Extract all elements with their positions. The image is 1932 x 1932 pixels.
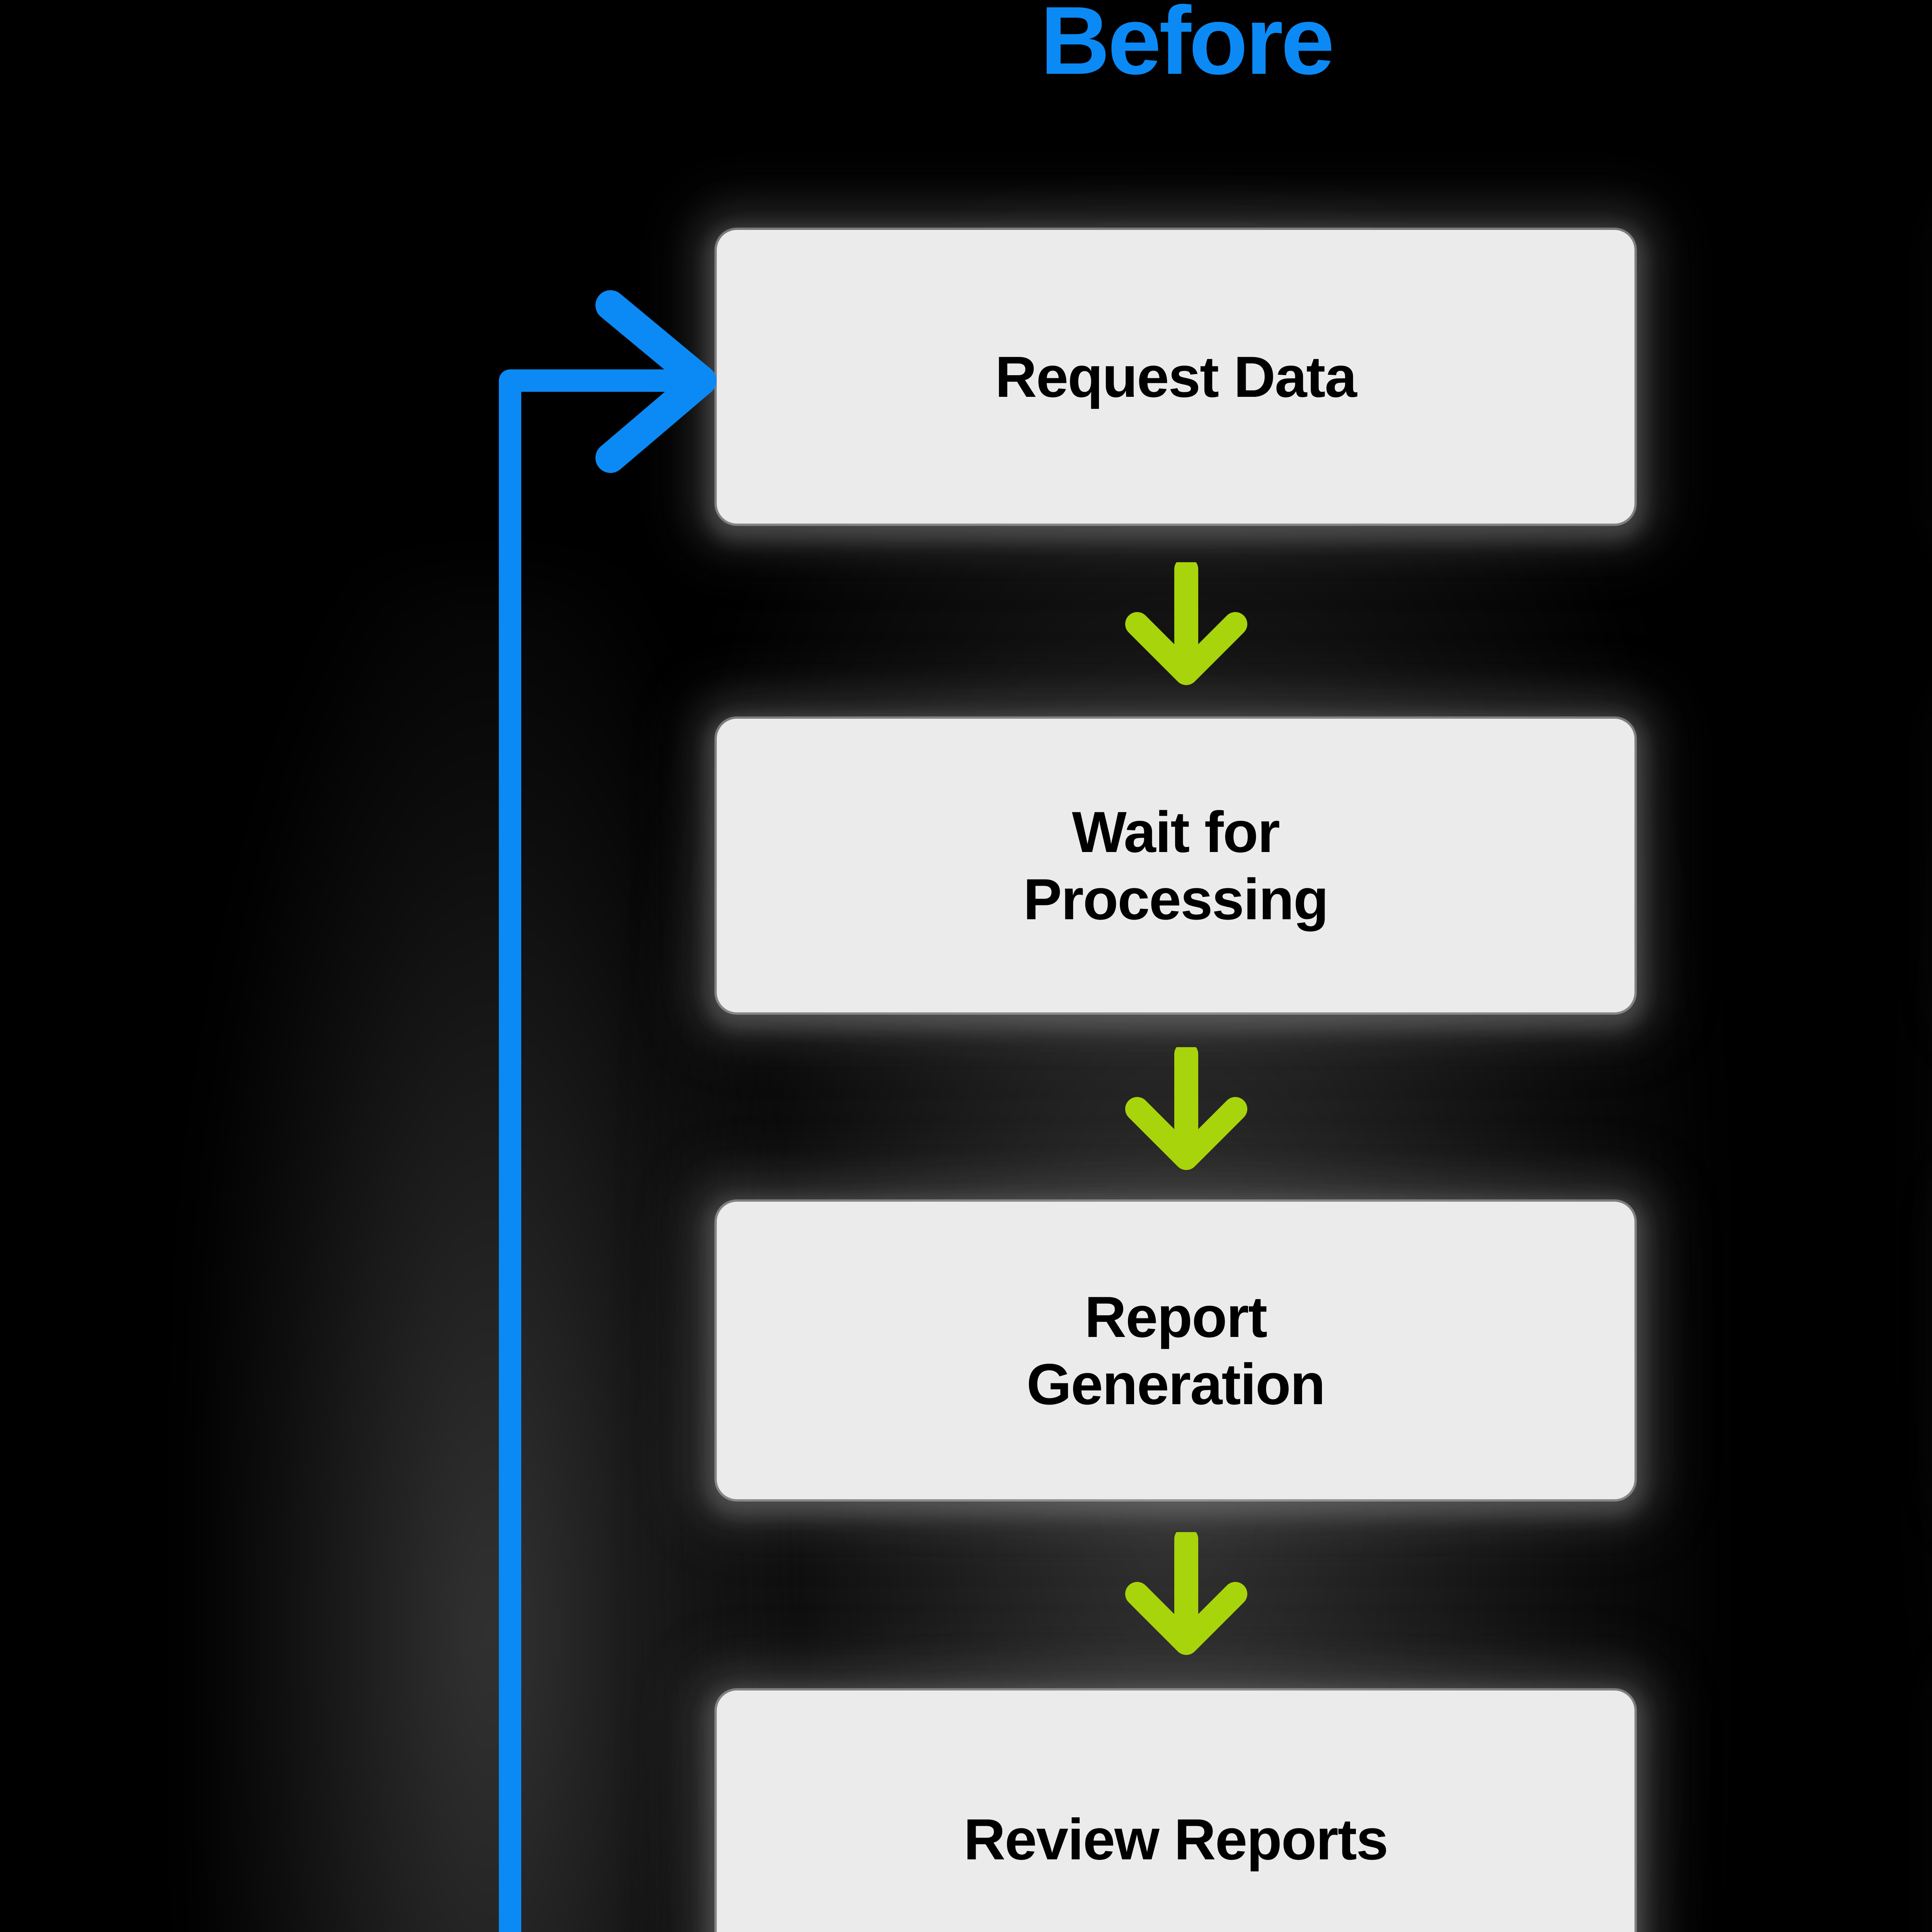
- before-step-3-report-generation[interactable]: Report Generation: [717, 1202, 1634, 1499]
- before-arrow-1-down-icon: [1125, 562, 1247, 685]
- column-title-before: Before: [1040, 0, 1335, 94]
- before-step-2-wait-for-processing[interactable]: Wait for Processing: [717, 719, 1634, 1012]
- before-step-1-request-data[interactable]: Request Data: [717, 230, 1634, 524]
- ambient-glow-right: [1928, 185, 1932, 1932]
- before-step-1-label: Request Data: [995, 344, 1357, 409]
- before-step-4-label: Review Reports: [963, 1807, 1388, 1872]
- before-arrow-3-down-icon: [1125, 1532, 1247, 1655]
- before-step-2-label: Wait for Processing: [1023, 799, 1329, 932]
- before-step-4-review-reports[interactable]: Review Reports: [717, 1690, 1634, 1932]
- ambient-glow-left: [201, 572, 781, 1932]
- before-arrow-2-down-icon: [1125, 1047, 1247, 1170]
- before-step-3-label: Report Generation: [1026, 1284, 1326, 1417]
